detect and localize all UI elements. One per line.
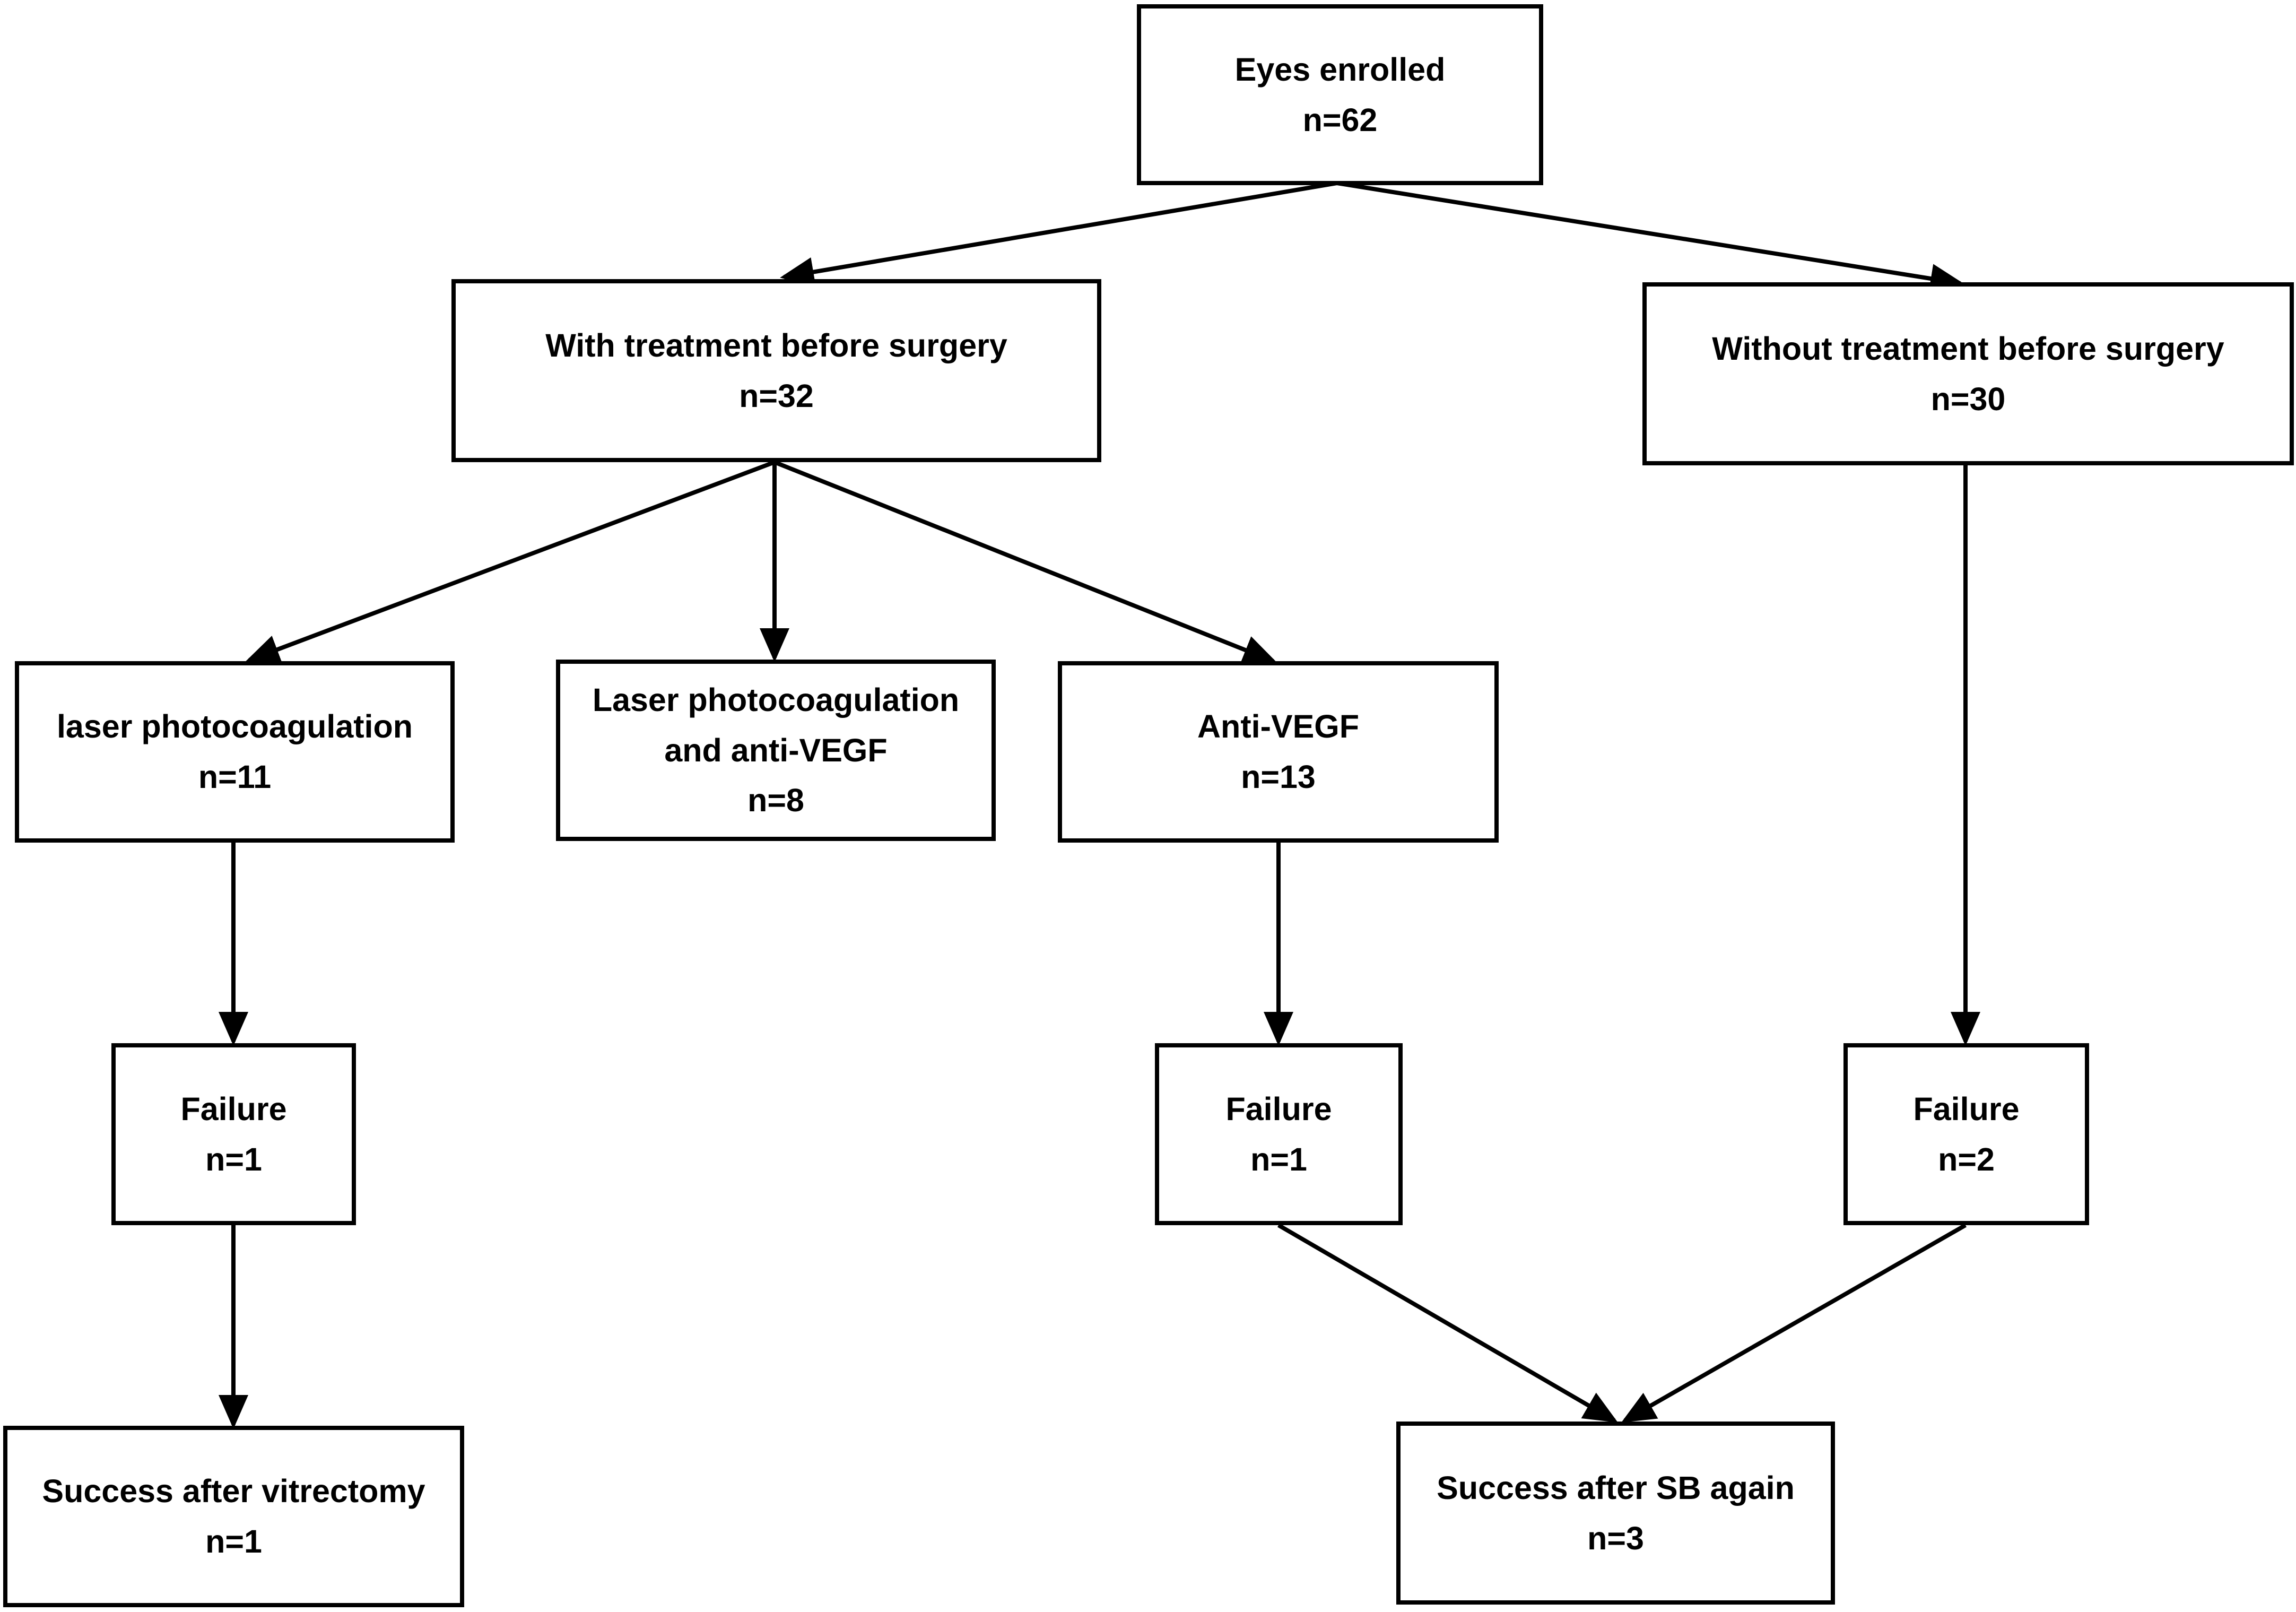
- node-title: Without treatment before surgery: [1712, 330, 2224, 367]
- node-count: n=2: [1938, 1141, 1995, 1177]
- node-count: n=1: [1250, 1141, 1307, 1177]
- node-title: Failure: [1225, 1090, 1332, 1127]
- node-title-line-1: Laser photocoagulation: [592, 682, 960, 718]
- arrow-failure-without-to-success-sb: [1621, 1223, 1967, 1423]
- node-success-sb-again: Success after SB again n=3: [1396, 1422, 1835, 1605]
- node-without-treatment: Without treatment before surgery n=30: [1642, 282, 2294, 465]
- node-count: n=32: [739, 377, 814, 414]
- node-title: Anti-VEGF: [1197, 708, 1359, 745]
- node-title: laser photocoagulation: [56, 708, 413, 745]
- node-count: n=62: [1302, 101, 1378, 138]
- arrow-enrolled-to-with-treatment: [780, 181, 1337, 287]
- node-laser-and-antivegf: Laser photocoagulation and anti-VEGF n=8: [556, 660, 996, 841]
- node-count: n=30: [1930, 380, 2006, 417]
- node-count: n=3: [1587, 1520, 1644, 1556]
- node-count: n=13: [1241, 759, 1316, 795]
- node-title: Failure: [1913, 1090, 2020, 1127]
- node-success-vitrectomy: Success after vitrectomy n=1: [3, 1426, 464, 1607]
- node-title: With treatment before surgery: [545, 327, 1007, 363]
- node-count: n=1: [205, 1141, 262, 1177]
- node-title: Success after SB again: [1437, 1469, 1795, 1506]
- node-with-treatment: With treatment before surgery n=32: [451, 279, 1101, 462]
- node-count: n=11: [198, 759, 272, 795]
- node-title: Success after vitrectomy: [42, 1473, 425, 1510]
- node-anti-vegf: Anti-VEGF n=13: [1058, 661, 1499, 843]
- node-title: Failure: [180, 1090, 287, 1127]
- node-count: n=8: [747, 782, 804, 819]
- node-eyes-enrolled: Eyes enrolled n=62: [1137, 4, 1543, 185]
- arrow-with-treatment-to-antivegf: [773, 460, 1277, 664]
- node-title: Eyes enrolled: [1234, 51, 1446, 88]
- node-laser-photocoagulation: laser photocoagulation n=11: [15, 661, 455, 843]
- node-failure-laser: Failure n=1: [111, 1043, 356, 1225]
- node-failure-antivegf: Failure n=1: [1155, 1043, 1403, 1225]
- arrow-with-treatment-to-laser: [245, 460, 776, 664]
- node-title-line-2: and anti-VEGF: [664, 732, 888, 768]
- node-count: n=1: [205, 1523, 262, 1559]
- arrow-enrolled-to-without-treatment: [1336, 181, 1964, 293]
- node-failure-without: Failure n=2: [1843, 1043, 2089, 1225]
- arrow-failure-antivegf-to-success-sb: [1277, 1223, 1618, 1423]
